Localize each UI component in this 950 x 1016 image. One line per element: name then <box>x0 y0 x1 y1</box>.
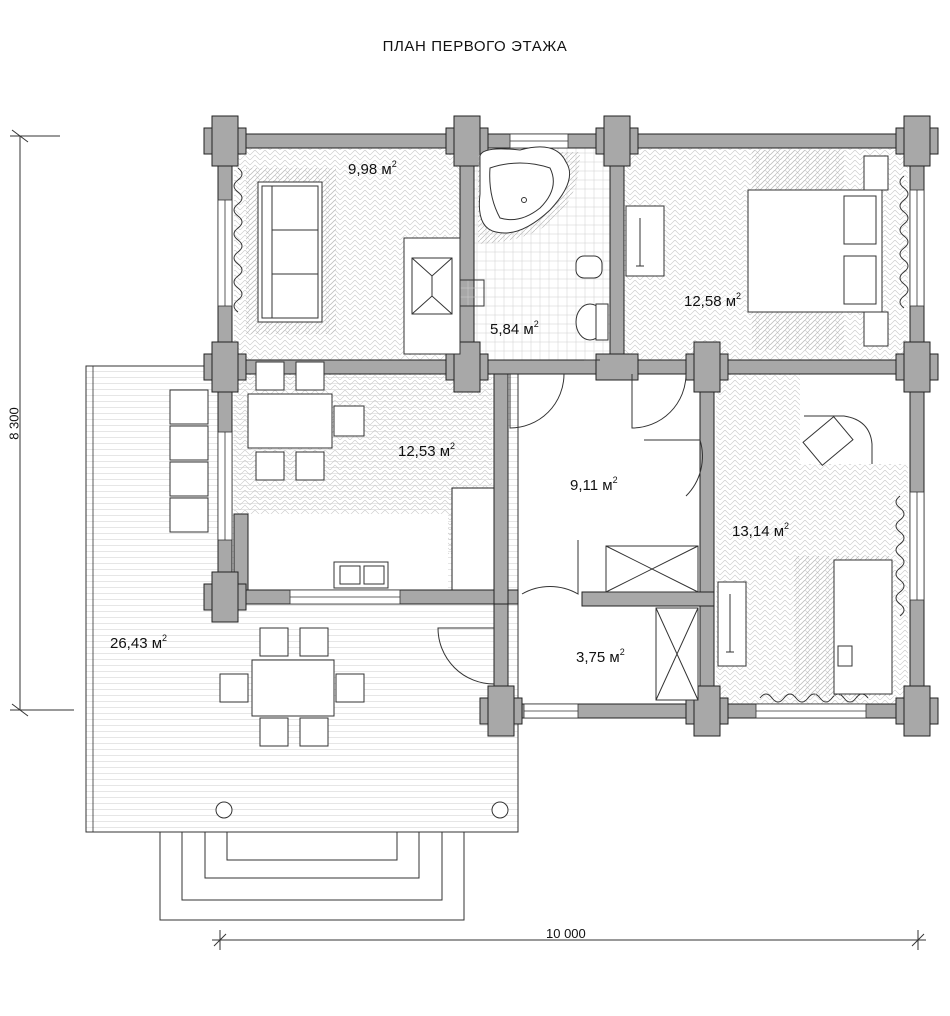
room-area-bath-value: 5,84 м <box>490 321 534 338</box>
room-area-kitchen: 12,53 м2 <box>398 441 456 460</box>
room-area-kitchen-value: 12,53 м <box>398 443 451 460</box>
room-area-bedroom1-unit: 2 <box>736 291 742 301</box>
room-area-bedroom1: 12,58 м2 <box>684 291 742 310</box>
bedroom-1-furniture <box>625 150 889 350</box>
room-area-bedroom1-value: 12,58 м <box>684 293 737 310</box>
room-area-kitchen-unit: 2 <box>450 441 456 451</box>
windows <box>217 133 925 719</box>
entrance-stairs <box>159 831 465 921</box>
room-area-terrace: 26,43 м2 <box>110 633 168 652</box>
room-area-living-value: 9,98 м <box>348 161 392 178</box>
room-area-bedroom2-value: 13,14 м <box>732 523 785 540</box>
room-area-vestibule-unit: 2 <box>619 647 625 657</box>
room-area-bath: 5,84 м2 <box>490 319 539 338</box>
room-area-bath-unit: 2 <box>533 319 539 329</box>
terrace-furniture <box>215 627 509 819</box>
room-area-terrace-value: 26,43 м <box>110 635 163 652</box>
room-area-hall: 9,11 м2 <box>570 475 618 494</box>
dimension-height-label: 8 300 <box>6 407 22 440</box>
room-area-vestibule: 3,75 м2 <box>576 647 625 666</box>
room-area-bedroom2-unit: 2 <box>784 521 790 531</box>
kitchen-furniture <box>169 361 389 589</box>
dimension-width-label: 10 000 <box>546 926 586 941</box>
room-area-terrace-unit: 2 <box>162 633 168 643</box>
room-area-hall-unit: 2 <box>612 475 618 485</box>
room-area-living-unit: 2 <box>391 159 397 169</box>
room-area-vestibule-value: 3,75 м <box>576 649 620 666</box>
room-area-living: 9,98 м2 <box>348 159 397 178</box>
bathroom-fixtures <box>478 146 609 361</box>
bedroom-2-furniture <box>717 415 893 696</box>
living-room-furniture <box>246 168 485 355</box>
room-area-hall-value: 9,11 м <box>570 477 613 494</box>
doors <box>437 373 703 701</box>
dimension-lines <box>10 129 926 950</box>
room-area-bedroom2: 13,14 м2 <box>732 521 790 540</box>
plan-title: ПЛАН ПЕРВОГО ЭТАЖА <box>382 38 568 55</box>
